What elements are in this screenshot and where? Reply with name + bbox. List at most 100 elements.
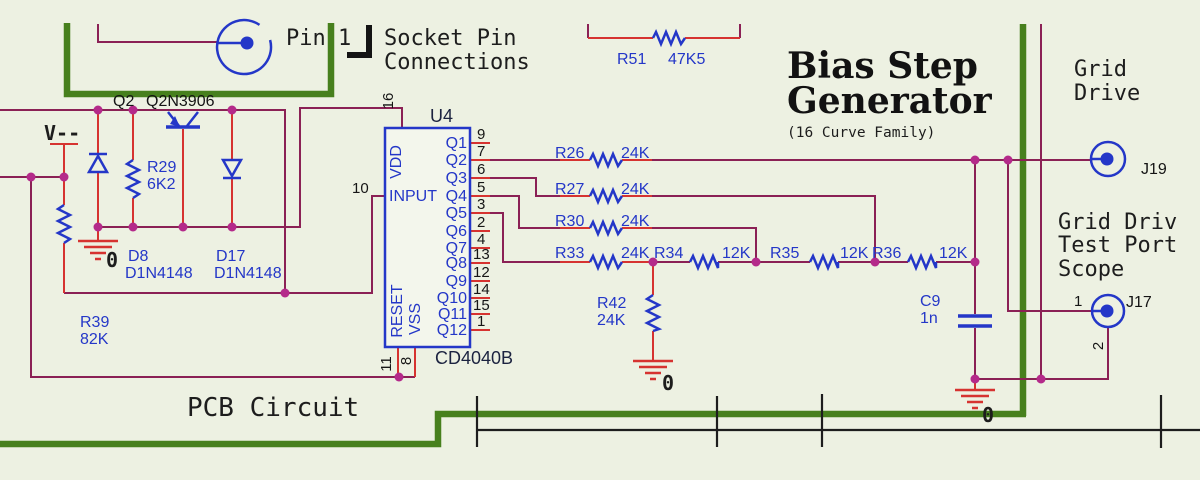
connector-j19 (1089, 140, 1127, 178)
resistor-r33 (588, 252, 624, 272)
junction-dot (1036, 374, 1046, 384)
u4-pin8-number: 8 (398, 357, 415, 365)
sheet-title-line1: Bias Step (787, 45, 978, 87)
u4-q5: Q5 (446, 205, 467, 222)
pin-word-label: Pin (286, 26, 326, 51)
junction-dot (870, 257, 880, 267)
sheet-subtitle: (16 Curve Family) (787, 125, 935, 141)
diode-d8 (86, 152, 110, 174)
u4-pin-vdd: VDD (388, 145, 405, 179)
connector-j17 (1090, 293, 1126, 329)
u4-pin11-number: 11 (378, 356, 395, 372)
junction-dot (280, 288, 290, 298)
c9-value: 1n (920, 310, 938, 327)
r33-value: 24K (621, 245, 650, 262)
u4-q4: Q4 (446, 188, 467, 205)
u4-q11: Q11 (438, 306, 467, 323)
r51-value: 47K5 (668, 51, 705, 68)
grid-drive-line2: Drive (1074, 81, 1140, 106)
wire-j17-pin2-net (975, 327, 1109, 380)
wire-q4-net (490, 195, 757, 262)
u4-q1: Q1 (446, 135, 467, 152)
u4-chip-body (383, 126, 472, 349)
junction-dot (93, 105, 103, 115)
u4-q8-pin: 13 (473, 246, 490, 263)
socket-note-line2: Connections (384, 50, 530, 75)
d8-ref: D8 (128, 248, 149, 265)
wire-socket-pin (97, 24, 218, 43)
q2-ref: Q2 (113, 93, 134, 110)
pcb-circuit-label: PCB Circuit (187, 393, 359, 423)
u4-q12: Q12 (437, 322, 467, 339)
bracket-symbol (347, 25, 372, 58)
wire-q5-net (490, 212, 560, 263)
r26-ref: R26 (555, 145, 584, 162)
u4-pin-reset: RESET (389, 284, 406, 338)
u4-q7-pin: 4 (477, 231, 485, 248)
ground-zero-d8: 0 (106, 248, 118, 272)
junction-dot (93, 222, 103, 232)
sheet-baseline (475, 394, 1200, 448)
net-wires (0, 24, 1109, 380)
u4-q12-pin: 1 (477, 313, 485, 330)
j19-ref: J19 (1141, 161, 1167, 178)
u4-q2: Q2 (446, 152, 467, 169)
r34-value: 12K (722, 245, 751, 262)
u4-bottom-stubs (397, 347, 416, 377)
resistor-r39 (55, 203, 73, 245)
u4-q7: Q7 (446, 240, 467, 257)
r36-value: 12K (939, 245, 968, 262)
text-layer: Pin 1 Socket Pin Connections R51 47K5 Bi… (44, 26, 1177, 427)
socket-box-green (63, 23, 335, 98)
u4-ref: U4 (430, 106, 453, 126)
sheet-title-line2: Generator (787, 80, 993, 122)
u4-q5-pin: 3 (477, 196, 485, 213)
junction-dot (394, 372, 404, 382)
r34-ref: R34 (654, 245, 683, 262)
resistor-r27 (588, 186, 624, 206)
u4-q9-pin: 12 (473, 264, 490, 281)
j17-pin2-number: 2 (1090, 342, 1107, 350)
q2-value: Q2N3906 (146, 93, 215, 110)
ground-d8 (78, 239, 118, 261)
u4-q8: Q8 (446, 255, 467, 272)
r30-value: 24K (621, 213, 650, 230)
wire-r39-to-pin10 (64, 195, 385, 294)
resistor-r42 (644, 293, 663, 333)
u4-pin16-number: 16 (380, 93, 397, 110)
resistor-r36 (906, 252, 938, 272)
d17-value: D1N4148 (214, 265, 282, 282)
resistor-r30 (588, 218, 624, 238)
wire-j17-pin1-net (1007, 160, 1092, 312)
r36-ref: R36 (872, 245, 901, 262)
u4-q2-pin: 7 (477, 143, 485, 160)
ground-zero-c9: 0 (982, 403, 994, 427)
d8-value: D1N4148 (125, 265, 193, 282)
u4-q9: Q9 (446, 273, 467, 290)
junction-dot (128, 222, 138, 232)
r26-value: 24K (621, 145, 650, 162)
resistor-r26 (588, 150, 624, 170)
r29-ref: R29 (147, 159, 176, 176)
green-bottom-step (0, 410, 1026, 448)
ground-r42 (633, 359, 673, 381)
c9-ref: C9 (920, 293, 941, 310)
u4-pin10-number: 10 (352, 180, 369, 197)
junction-dot (970, 155, 980, 165)
r30-ref: R30 (555, 213, 584, 230)
transistor-q2 (166, 111, 200, 129)
r42-value: 24K (597, 312, 626, 329)
r42-ref: R42 (597, 295, 626, 312)
wire-left-bottom (30, 177, 415, 378)
r51-ref: R51 (617, 51, 646, 68)
d17-ref: D17 (216, 248, 245, 265)
junction-dot (751, 257, 761, 267)
test-port-line3: Scope (1058, 257, 1124, 282)
test-port-line1: Grid Driv (1058, 210, 1177, 235)
wire-q3-net (490, 177, 876, 262)
junction-dot (970, 257, 980, 267)
resistor-r51 (651, 28, 687, 48)
q2-emitter-arrow (170, 116, 180, 127)
